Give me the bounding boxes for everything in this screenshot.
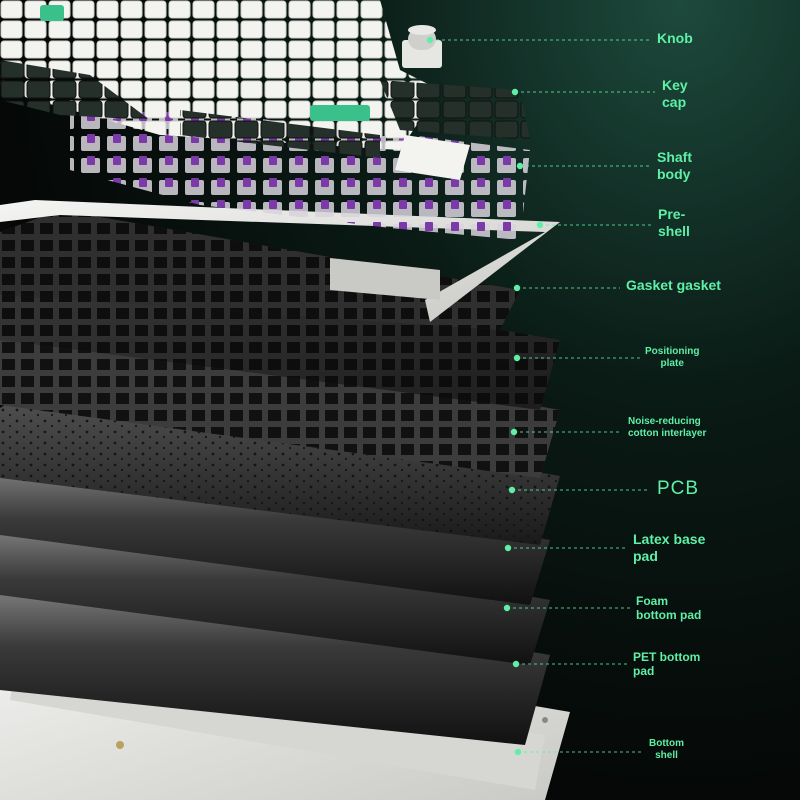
leader-dot-noise-reducing-cotton-interlayer — [510, 428, 518, 436]
leader-dot-knob — [426, 36, 434, 44]
latex-base-pad-label: Latex base pad — [633, 531, 706, 564]
bottom-shell-label: Bottom shell — [649, 738, 684, 761]
knob-label: Knob — [657, 30, 693, 46]
noise-reducing-cotton-interlayer-label: Noise-reducing cotton interlayer — [628, 416, 707, 439]
leader-dot-gasket-gasket — [513, 284, 521, 292]
shaft-body-label: Shaft body — [657, 149, 692, 182]
leader-dot-bottom-shell — [514, 748, 522, 756]
key-cap-label: Key cap — [662, 77, 688, 110]
pet-bottom-pad-label: PET bottom pad — [633, 650, 701, 679]
gasket-gasket-label: Gasket gasket — [626, 277, 721, 293]
gasket-plate-part — [0, 210, 520, 330]
leader-dot-pre-shell — [536, 221, 544, 229]
keycaps-part — [0, 0, 530, 180]
leader-lines — [426, 36, 655, 756]
leader-dot-positioning-plate — [513, 354, 521, 362]
leader-dot-latex-base-pad — [504, 544, 512, 552]
pre-shell-part — [0, 200, 560, 322]
knob-part — [402, 25, 442, 68]
pcb-part — [0, 385, 560, 545]
positioning-plate-label: Positioning plate — [645, 346, 700, 369]
leader-dot-foam-bottom-pad — [503, 604, 511, 612]
pre-shell-label: Pre- shell — [658, 206, 690, 239]
foam-bottom-pad-label: Foam bottom pad — [636, 594, 702, 623]
leader-dot-pcb — [508, 486, 516, 494]
pcb-label: PCB — [657, 478, 700, 499]
leader-dot-key-cap — [511, 88, 519, 96]
leader-dot-shaft-body — [516, 162, 524, 170]
leader-dot-pet-bottom-pad — [512, 660, 520, 668]
